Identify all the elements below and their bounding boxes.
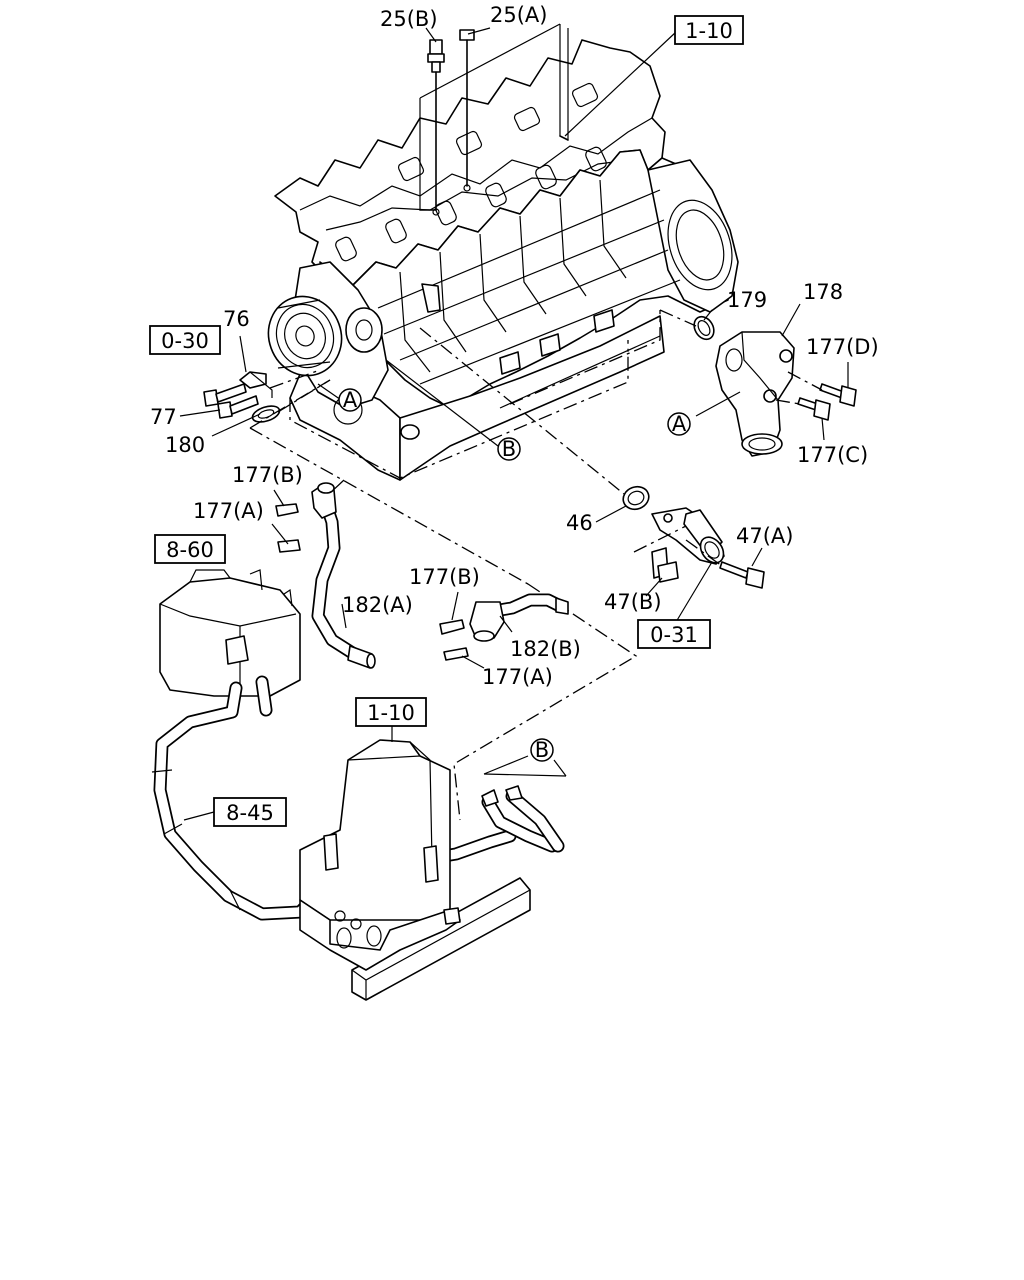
label-182a: 182(A)	[342, 593, 413, 617]
label-178: 178	[803, 280, 843, 304]
engine-outline-dashed	[289, 310, 661, 479]
pipe-routing-dashed	[249, 379, 638, 821]
label-177d: 177(D)	[806, 335, 879, 359]
hose-182b	[439, 593, 569, 661]
leader-lines	[179, 27, 849, 821]
ref-0-31-text: 0-31	[650, 623, 698, 647]
ref-box-1-10-bottom: 1-10	[355, 697, 427, 727]
label-76: 76	[223, 307, 250, 331]
marker-b-upper: B	[497, 437, 521, 461]
marker-b-upper-text: B	[502, 437, 516, 461]
ref-8-60-text: 8-60	[166, 538, 214, 562]
hose-182a	[275, 482, 376, 669]
marker-a-right-text: A	[672, 412, 687, 436]
label-25b: 25(B)	[380, 7, 438, 31]
label-177c: 177(C)	[797, 443, 868, 467]
marker-b-lower-text: B	[535, 738, 549, 762]
marker-b-lower: B	[530, 738, 554, 762]
ref-box-0-30: 0-30	[149, 325, 221, 355]
part-labels: 25(B) 25(A) 179 178 177(D) 177(C) 76 77 …	[150, 3, 879, 689]
marker-a-left-text: A	[343, 388, 358, 412]
label-180: 180	[165, 433, 205, 457]
label-177b-left: 177(B)	[232, 463, 303, 487]
ref-0-30-text: 0-30	[161, 329, 209, 353]
label-47a: 47(A)	[736, 524, 793, 548]
head-bolts	[419, 23, 569, 216]
engine-block	[267, 39, 739, 481]
label-177a-mid: 177(A)	[482, 665, 553, 689]
label-182b: 182(B)	[510, 637, 581, 661]
front-bolts	[203, 369, 331, 423]
ref-8-45-text: 8-45	[226, 801, 274, 825]
label-25a: 25(A)	[490, 3, 547, 27]
label-47b: 47(B)	[604, 590, 662, 614]
ref-box-8-60: 8-60	[154, 534, 226, 564]
label-177a-left: 177(A)	[193, 499, 264, 523]
marker-a-left: A	[338, 388, 362, 412]
ref-box-0-31: 0-31	[637, 619, 711, 649]
label-77: 77	[150, 405, 177, 429]
ref-box-8-45: 8-45	[213, 797, 287, 827]
label-46: 46	[566, 511, 593, 535]
ref-1-10-top-text: 1-10	[685, 19, 733, 43]
marker-a-right: A	[667, 412, 691, 436]
water-outlet-pipe	[419, 327, 765, 589]
label-177b-mid: 177(B)	[409, 565, 480, 589]
label-179: 179	[727, 288, 767, 312]
coolant-tank	[159, 569, 301, 697]
ref-1-10-bottom-text: 1-10	[367, 701, 415, 725]
chassis-frame	[299, 739, 531, 1001]
thermostat-housing	[659, 309, 857, 457]
ref-box-1-10-top: 1-10	[674, 15, 744, 45]
